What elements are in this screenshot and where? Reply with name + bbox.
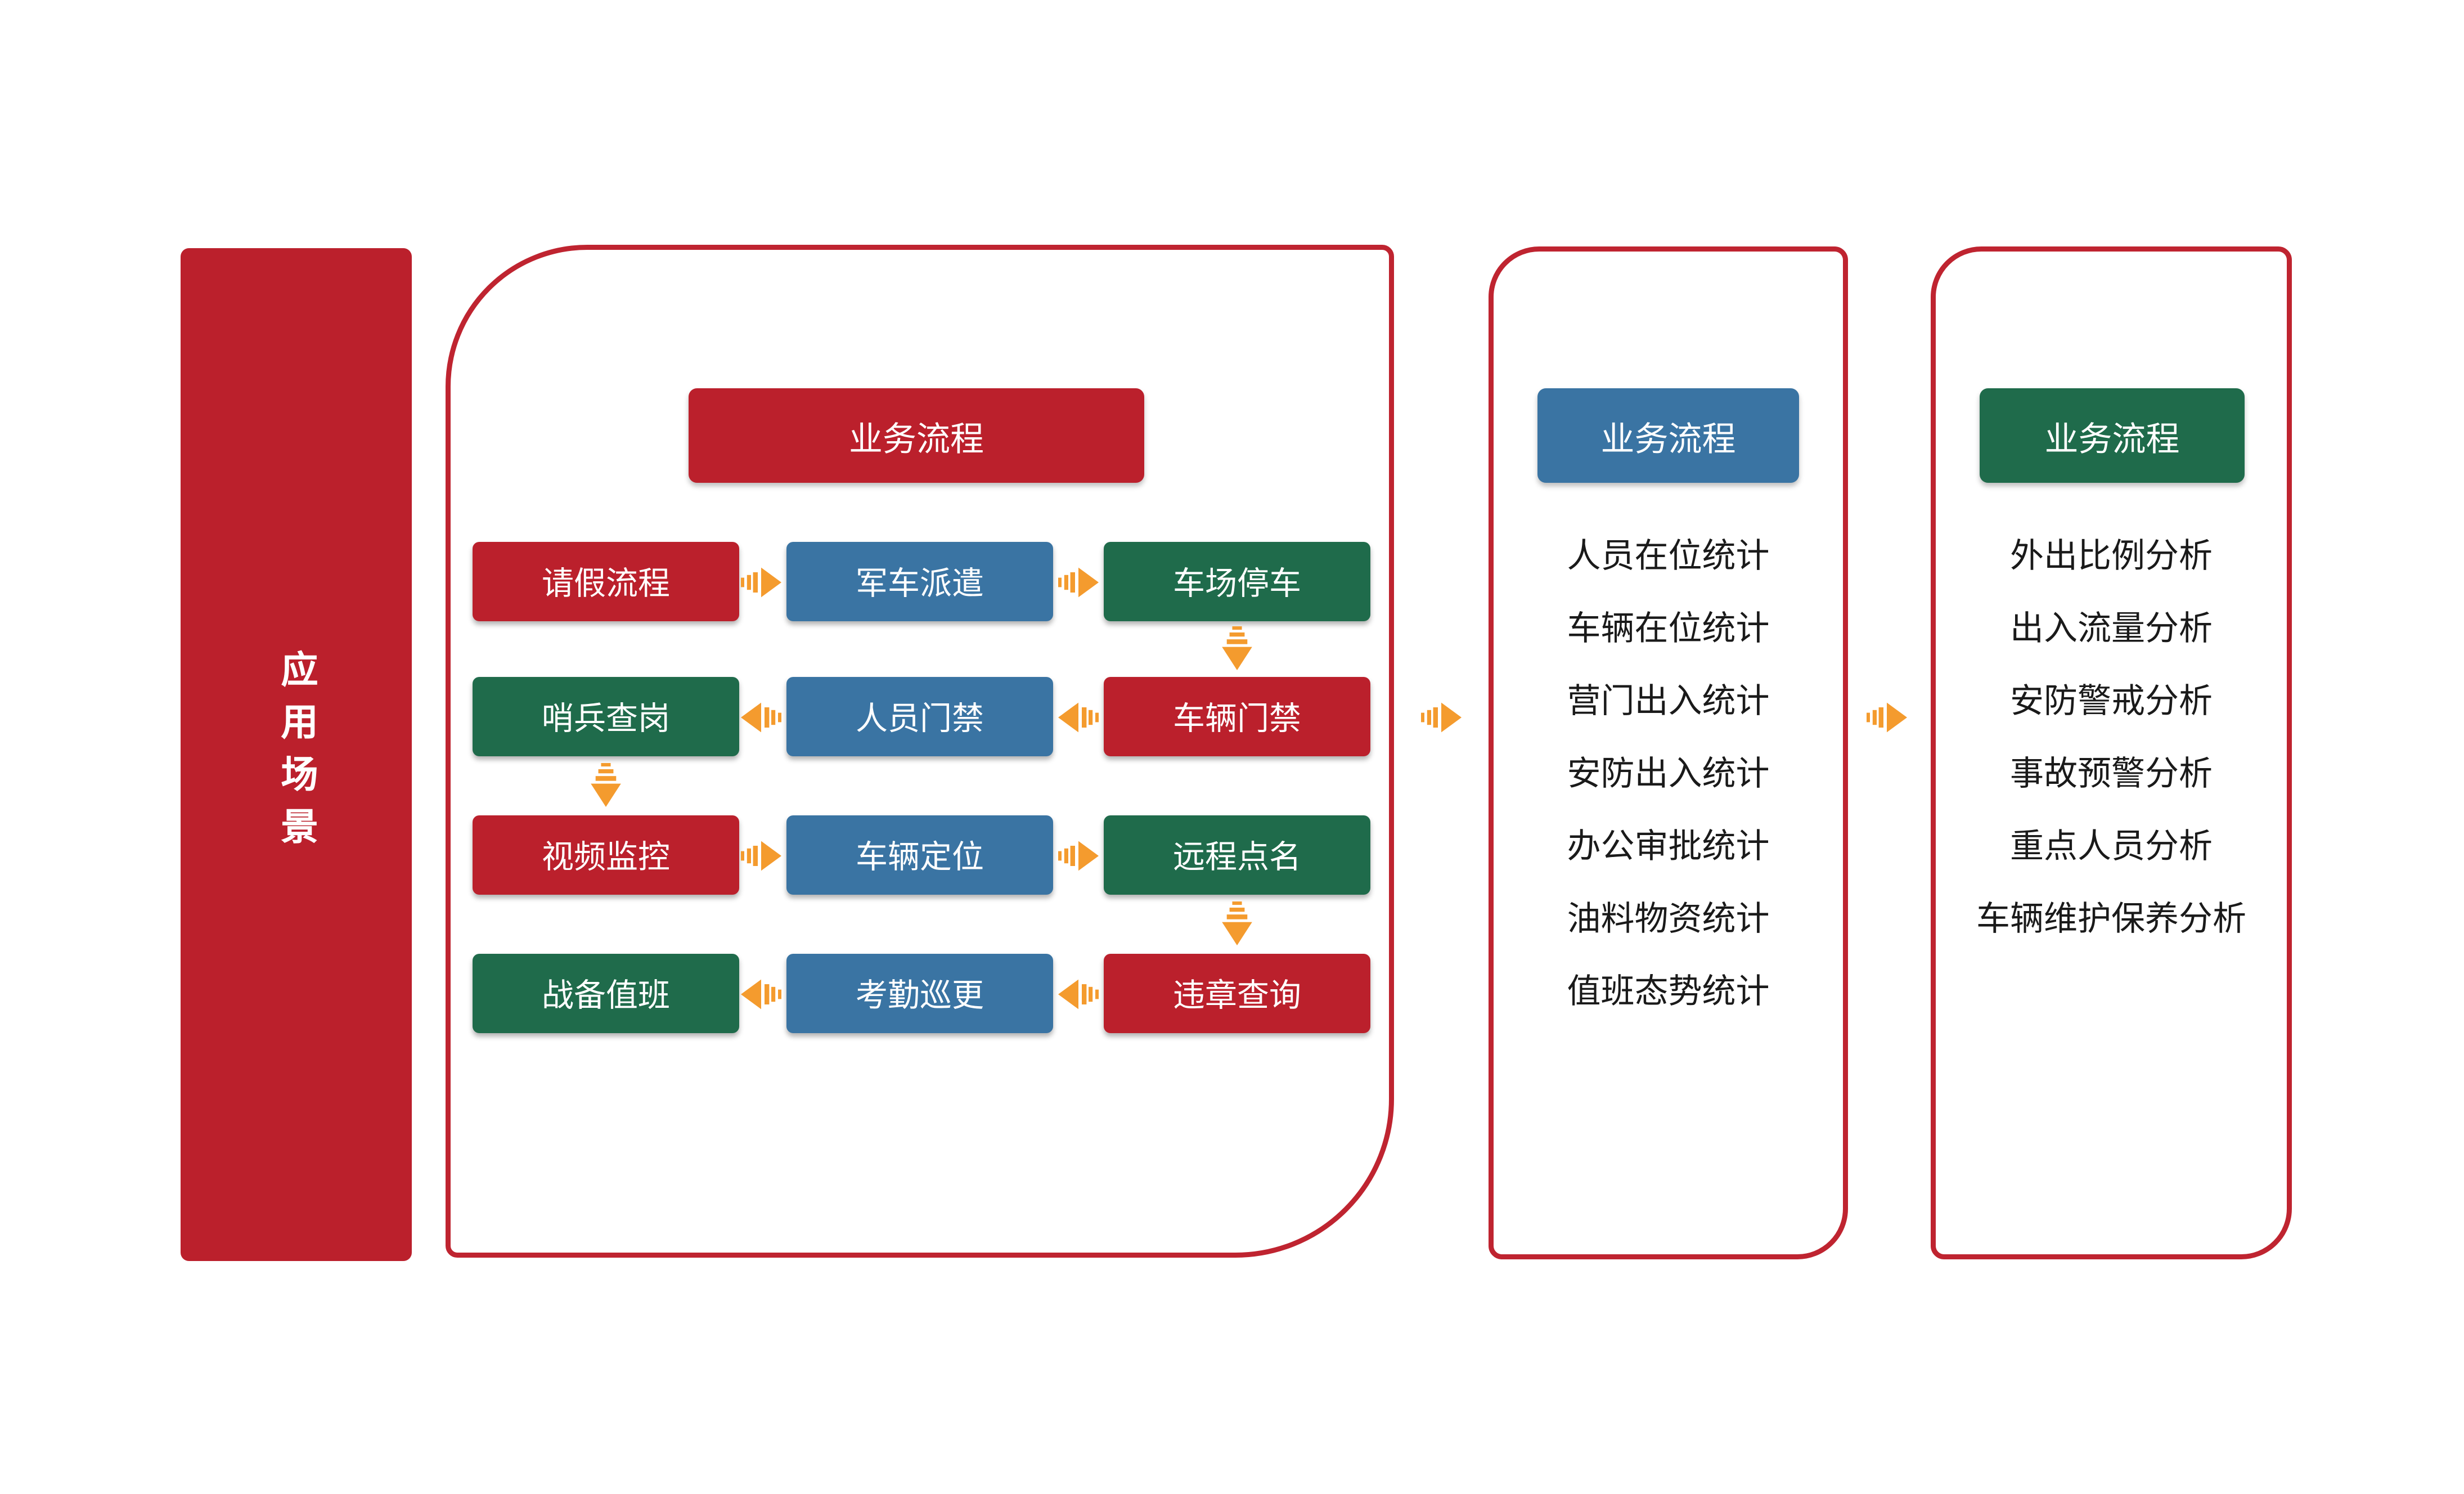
list-item: 重点人员分析	[2010, 829, 2213, 866]
arrow-down-icon	[591, 763, 621, 807]
list-item: 车辆在位统计	[1567, 611, 1770, 648]
list-item: 安防出入统计	[1567, 756, 1770, 793]
flow-box-military-dispatch: 军车派遣	[786, 542, 1053, 621]
flow-box-remote-rollcall: 远程点名	[1104, 815, 1370, 895]
arrow-down-icon	[1222, 626, 1252, 670]
arrow-left-icon	[741, 702, 781, 733]
flow-box-leave-process: 请假流程	[473, 542, 739, 621]
list-item: 出入流量分析	[2010, 611, 2213, 648]
list-item: 办公审批统计	[1567, 829, 1770, 866]
flow-box-vehicle-location: 车辆定位	[786, 815, 1053, 895]
list-item: 人员在位统计	[1567, 539, 1770, 576]
list-item: 油料物资统计	[1567, 901, 1770, 939]
flow-box-combat-duty: 战备值班	[473, 954, 739, 1033]
list-item: 车辆维护保养分析	[1976, 901, 2246, 939]
arrow-right-icon	[1058, 567, 1099, 598]
arrow-right-icon	[741, 841, 781, 871]
flow-box-attendance-patrol: 考勤巡更	[786, 954, 1053, 1033]
arrow-left-icon	[741, 979, 781, 1010]
arrow-left-icon	[1058, 702, 1099, 733]
flow-box-violation-query: 违章查询	[1104, 954, 1370, 1033]
arrow-right-icon	[1421, 702, 1462, 733]
arrow-left-icon	[1058, 979, 1099, 1010]
flow-box-sentry-check: 哨兵查岗	[473, 677, 739, 756]
list-item: 外出比例分析	[2010, 539, 2213, 576]
flow-box-vehicle-access: 车辆门禁	[1104, 677, 1370, 756]
list-item: 安防警戒分析	[2010, 684, 2213, 721]
arrow-down-icon	[1222, 901, 1252, 945]
arrow-right-icon	[1867, 702, 1907, 733]
arrow-right-icon	[741, 567, 781, 598]
statistics-list: 人员在位统计 车辆在位统计 营门出入统计 安防出入统计 办公审批统计 油料物资统…	[1489, 537, 1848, 1013]
application-scenarios-banner: 应用场景	[181, 248, 412, 1261]
panel2-header: 业务流程	[1537, 388, 1799, 483]
application-scenarios-title: 应用场景	[276, 650, 318, 859]
list-item: 值班态势统计	[1567, 974, 1770, 1011]
analysis-list: 外出比例分析 出入流量分析 安防警戒分析 事故预警分析 重点人员分析 车辆维护保…	[1931, 537, 2292, 940]
panel3-header: 业务流程	[1980, 388, 2245, 483]
list-item: 营门出入统计	[1567, 684, 1770, 721]
flow-box-video-surveillance: 视频监控	[473, 815, 739, 895]
flow-box-personnel-access: 人员门禁	[786, 677, 1053, 756]
flow-box-parking: 车场停车	[1104, 542, 1370, 621]
list-item: 事故预警分析	[2010, 756, 2213, 793]
panel1-header: 业务流程	[689, 388, 1144, 483]
arrow-right-icon	[1058, 841, 1099, 871]
